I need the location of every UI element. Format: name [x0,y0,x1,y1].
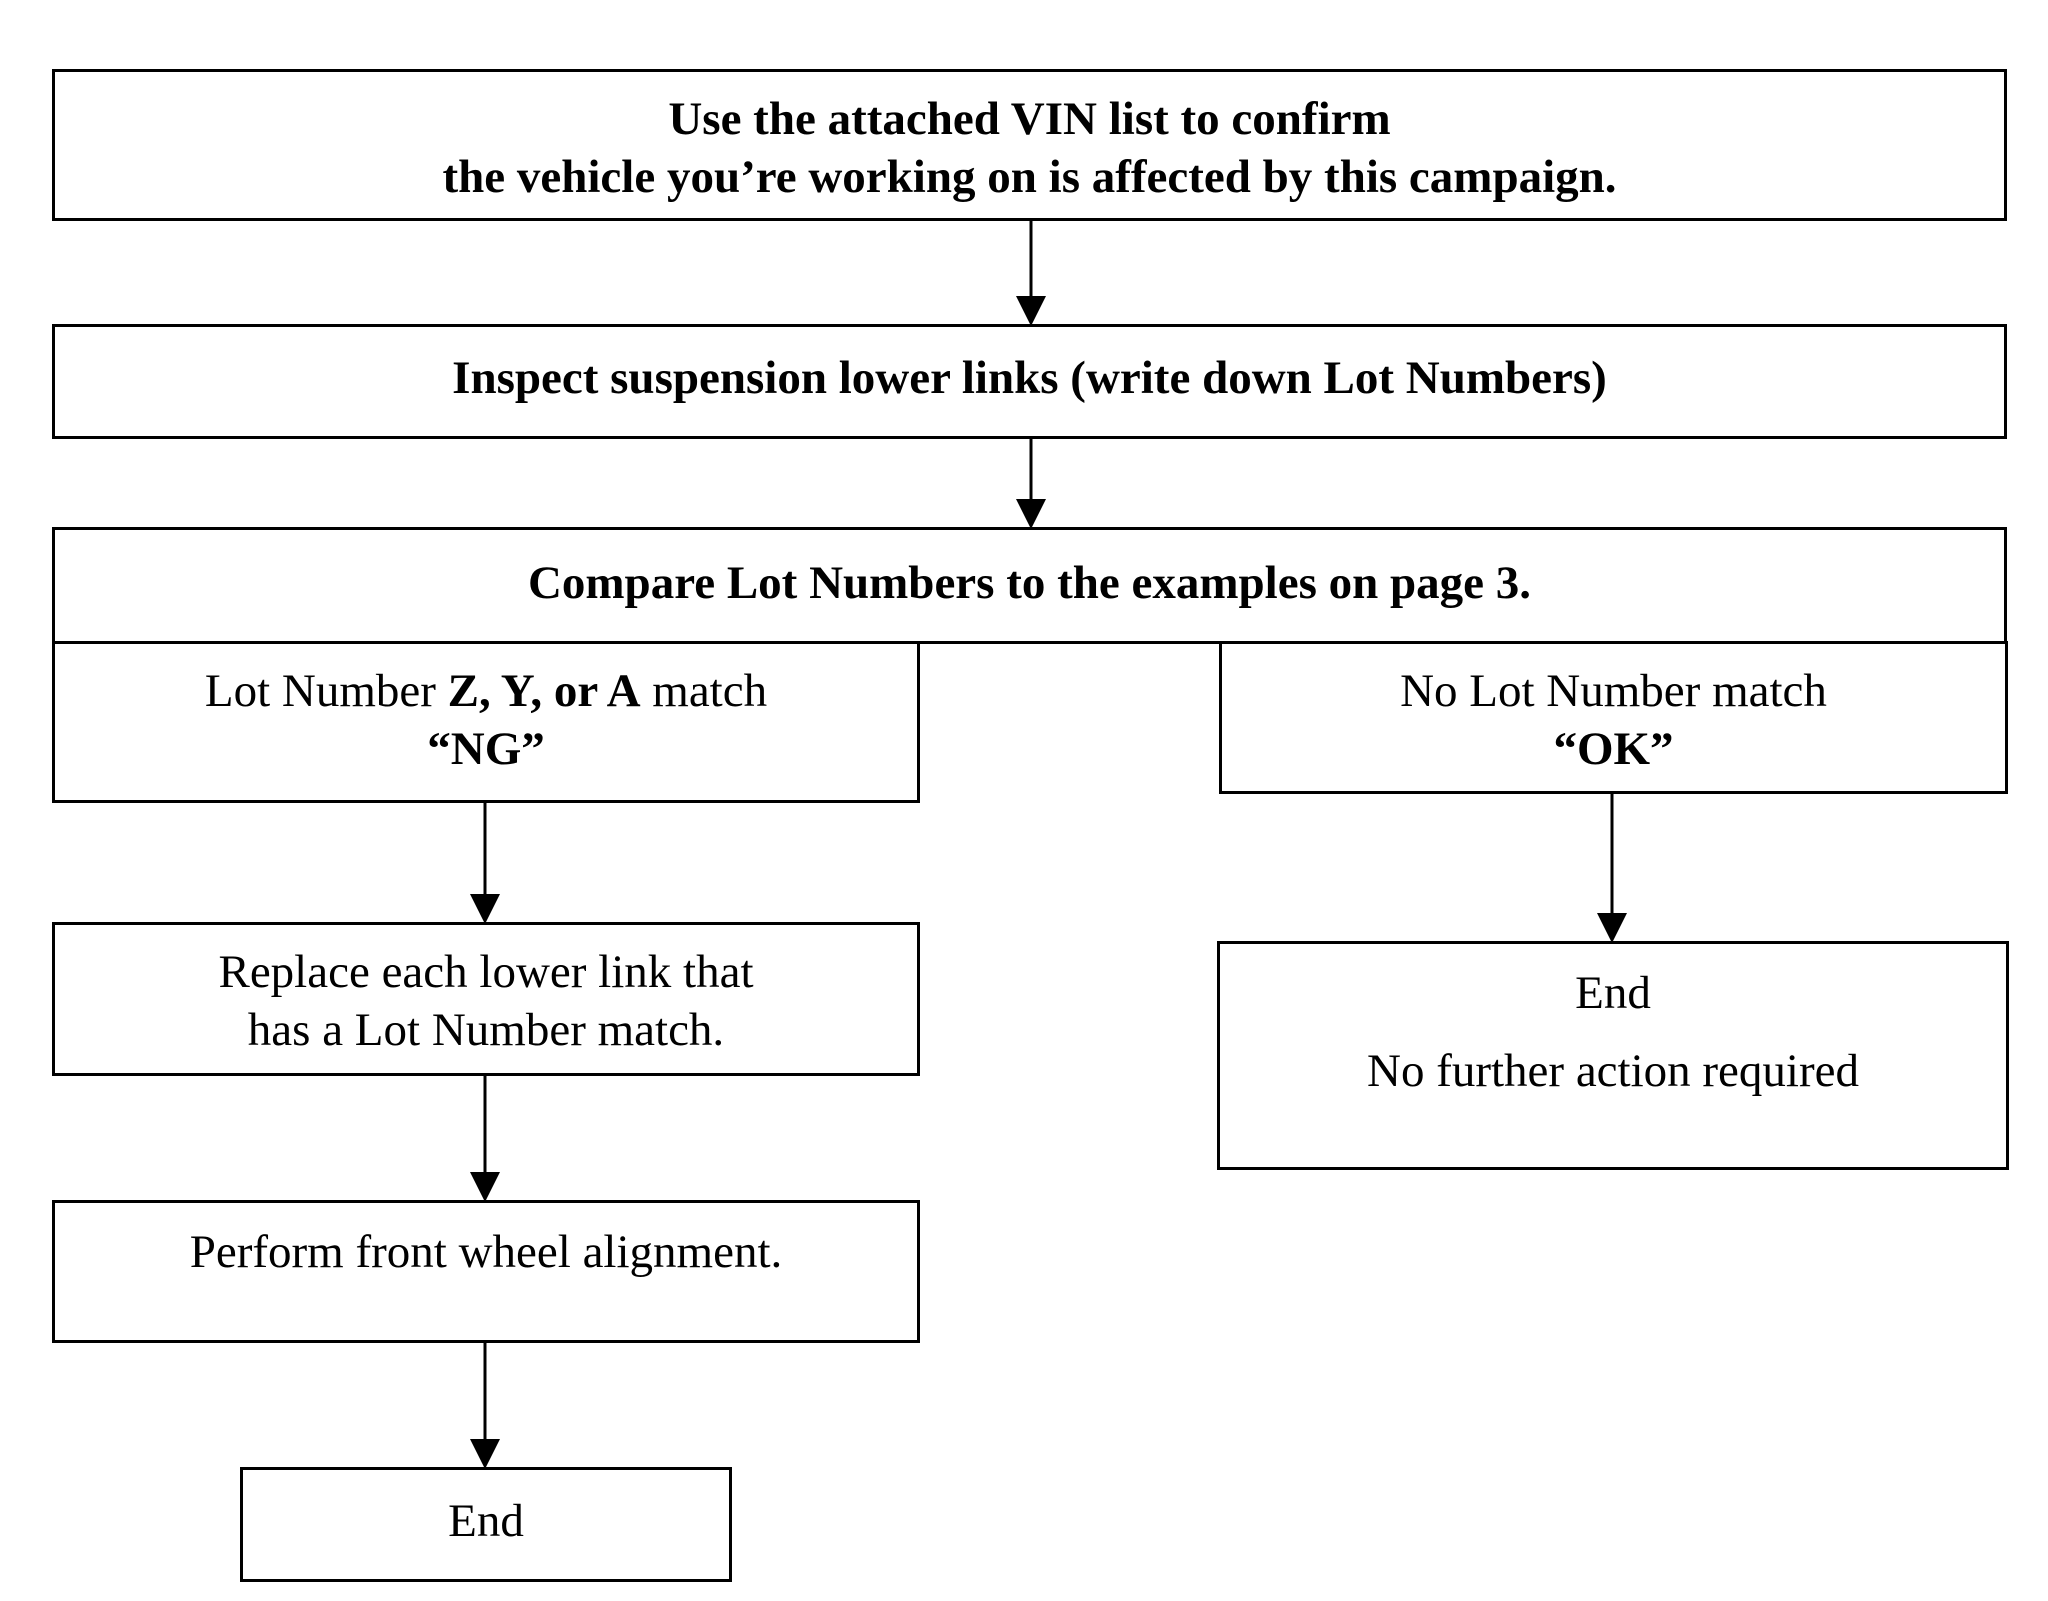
step-replace-link-line1: Replace each lower link that [218,946,754,998]
step-compare-lots-box: Compare Lot Numbers to the examples on p… [52,527,2007,644]
branch-ok-condition: No Lot Number match [1400,665,1827,717]
branch-ng-letters: Z, Y, or A [447,665,641,717]
step-replace-link-box: Replace each lower link that has a Lot N… [52,922,920,1076]
step-alignment-box: Perform front wheel alignment. [52,1200,920,1343]
step-confirm-vin-box: Use the attached VIN list to confirm the… [52,69,2007,221]
end-ok-note: No further action required [1367,1045,1859,1097]
branch-ng-prefix: Lot Number [204,665,448,717]
branch-ok-box: No Lot Number match “OK” [1219,641,2008,794]
step-compare-lots-text: Compare Lot Numbers to the examples on p… [527,557,1532,609]
step-replace-link-line2: has a Lot Number match. [247,1004,725,1056]
branch-ng-suffix: match [640,665,768,717]
branch-ng-result: “NG” [427,723,545,775]
end-ok-title: End [1575,967,1651,1019]
end-ng-text: End [448,1495,524,1547]
end-ok-box: End No further action required [1217,941,2009,1170]
branch-ng-condition: Lot Number Z, Y, or A match [55,662,917,720]
step-confirm-vin-line2: the vehicle you’re working on is affecte… [442,151,1617,203]
branch-ng-box: Lot Number Z, Y, or A match “NG” [52,641,920,803]
step-alignment-text: Perform front wheel alignment. [189,1226,783,1278]
step-confirm-vin-line1: Use the attached VIN list to confirm [668,93,1391,145]
step-inspect-links-text: Inspect suspension lower links (write do… [452,352,1607,404]
branch-ok-result: “OK” [1553,723,1674,775]
